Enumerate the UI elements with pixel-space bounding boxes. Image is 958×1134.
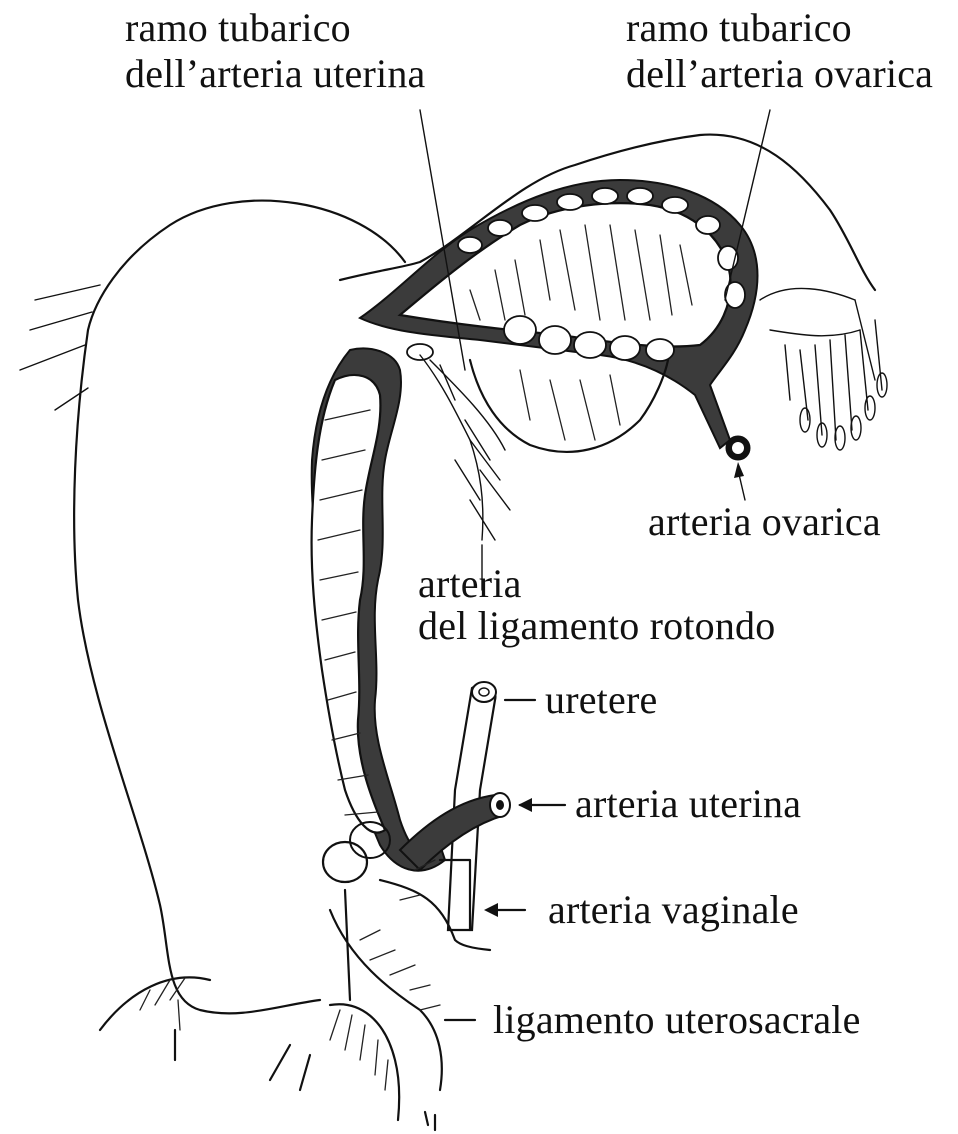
uterosacral-hatching	[140, 860, 440, 1090]
uterus-left-edge-strokes	[20, 285, 100, 410]
fimbriae	[760, 288, 887, 450]
ovary-shape	[470, 360, 668, 452]
round-ligament-artery	[420, 355, 510, 540]
label-arteria-ligamento-line2: del ligamento rotondo	[418, 604, 775, 648]
cervix-vagina	[330, 890, 442, 1090]
label-ramo-tubarico-ovarica-line2: dell’arteria ovarica	[626, 52, 933, 96]
label-uretere: uretere	[545, 678, 657, 722]
label-ramo-tubarico-uterina-line1: ramo tubarico	[125, 6, 351, 50]
uterine-artery-loop	[323, 842, 367, 882]
label-ligamento-uterosacrale: ligamento uterosacrale	[493, 998, 861, 1042]
label-arteria-uterina: arteria uterina	[575, 782, 801, 826]
label-arteria-ovarica: arteria ovarica	[648, 500, 881, 544]
label-ramo-tubarico-ovarica-line1: ramo tubarico	[626, 6, 852, 50]
label-arteria-ligamento-line1: arteria	[418, 562, 522, 606]
label-ramo-tubarico-uterina-line2: dell’arteria uterina	[125, 52, 425, 96]
label-arteria-vaginale: arteria vaginale	[548, 888, 799, 932]
